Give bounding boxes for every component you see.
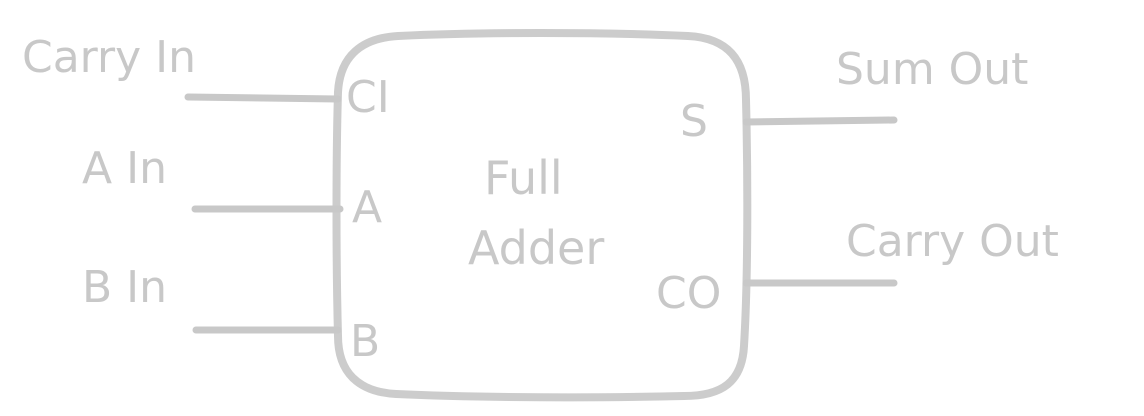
carry-in-wire (184, 93, 342, 103)
pin-s-label: S (680, 96, 708, 147)
a-in-label: A In (82, 143, 167, 194)
b-in-label: B In (82, 262, 167, 313)
full-adder-block (332, 29, 752, 402)
carry-out-label: Carry Out (846, 216, 1059, 267)
sum-out-wire (742, 116, 898, 126)
pin-ci-label: CI (346, 72, 390, 123)
pin-b-label: B (350, 316, 380, 367)
block-title-line2: Adder (468, 221, 604, 275)
pin-co-label: CO (656, 268, 721, 319)
carry-in-label: Carry In (22, 32, 196, 83)
pin-a-label: A (352, 182, 382, 233)
block-title-line1: Full (484, 151, 563, 205)
sum-out-label: Sum Out (836, 44, 1028, 95)
